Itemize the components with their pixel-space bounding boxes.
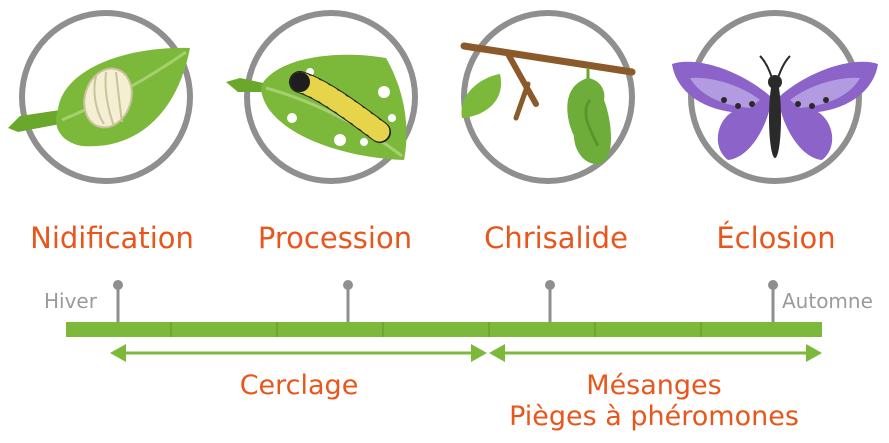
stage-label-eclosion: Éclosion (716, 224, 835, 253)
stage-label-procession: Procession (258, 224, 412, 253)
stage-label-nidification: Nidification (30, 224, 194, 253)
caterpillar-on-leaf-icon (226, 13, 415, 181)
action-label-2: Mésanges Pièges à phéromones (509, 370, 799, 432)
action-label-2-line-1: Mésanges (509, 370, 799, 401)
chrysalis-on-branch-icon (461, 13, 632, 181)
stage-label-chrisalide: Chrisalide (484, 224, 628, 253)
butterfly-icon (672, 13, 878, 181)
timeline-markers (113, 280, 778, 322)
action-range-2-arrow (489, 344, 822, 362)
season-end-label: Automne (782, 291, 873, 311)
action-label-1: Cerclage (240, 370, 359, 401)
timeline (66, 280, 822, 337)
season-start-label: Hiver (44, 291, 97, 311)
action-range-1-arrow (110, 344, 487, 362)
egg-on-leaf-icon (8, 13, 190, 181)
action-label-2-line-2: Pièges à phéromones (509, 401, 799, 432)
action-label-1-line-1: Cerclage (240, 370, 359, 401)
timeline-bar (66, 322, 822, 337)
